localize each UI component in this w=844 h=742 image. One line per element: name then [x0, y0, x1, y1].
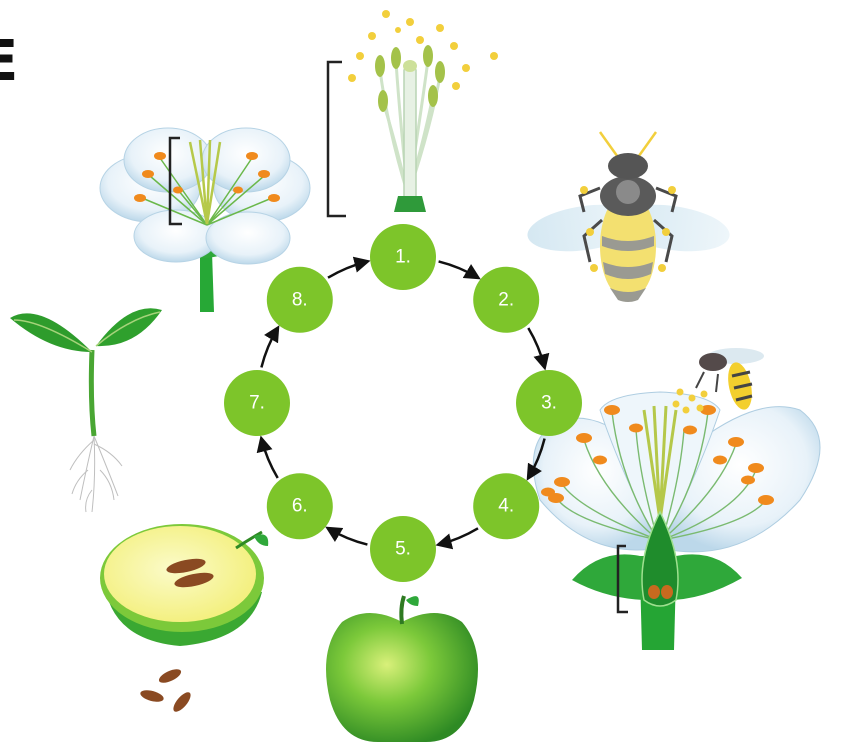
cycle-arrow-7: [261, 328, 277, 367]
cycle-step-label: 8.: [292, 289, 308, 310]
cycle-step-label: 6.: [292, 496, 308, 517]
cycle-step-label: 4.: [498, 496, 514, 517]
cycle-arrow-1: [439, 261, 478, 277]
seeds-icon: [139, 666, 193, 714]
cycle-step-5: 5.: [370, 516, 436, 582]
cycle-arrow-5: [328, 528, 367, 544]
cycle-step-label: 2.: [498, 289, 514, 310]
cycle-nodes: 1. 2. 3. 4. 5. 6. 7. 8.: [224, 224, 582, 582]
cycle-step-label: 1.: [395, 247, 411, 268]
cycle-step-4: 4.: [473, 473, 539, 539]
cycle-step-label: 3.: [541, 393, 557, 414]
cycle-step-label: 7.: [249, 393, 265, 414]
cycle-step-6: 6.: [267, 473, 333, 539]
edge-letter: E: [0, 29, 18, 94]
seedling-icon: [10, 308, 162, 512]
cycle-arrow-2: [528, 328, 544, 367]
flower-cross-section-icon: [533, 389, 820, 651]
cycle-step-3: 3.: [516, 370, 582, 436]
cycle-step-1: 1.: [370, 224, 436, 290]
cycle-arrow-6: [261, 439, 277, 478]
stamen-pistil-icon: [328, 10, 498, 216]
honeybee-icon: [525, 132, 733, 302]
cycle-arrow-4: [439, 528, 478, 544]
whole-apple-icon: [326, 596, 478, 742]
cycle-arrow-8: [328, 261, 367, 277]
cycle-step-label: 5.: [395, 539, 411, 560]
cycle-step-8: 8.: [267, 267, 333, 333]
sliced-apple-icon: [100, 524, 268, 646]
cycle-step-2: 2.: [473, 267, 539, 333]
cycle-step-7: 7.: [224, 370, 290, 436]
